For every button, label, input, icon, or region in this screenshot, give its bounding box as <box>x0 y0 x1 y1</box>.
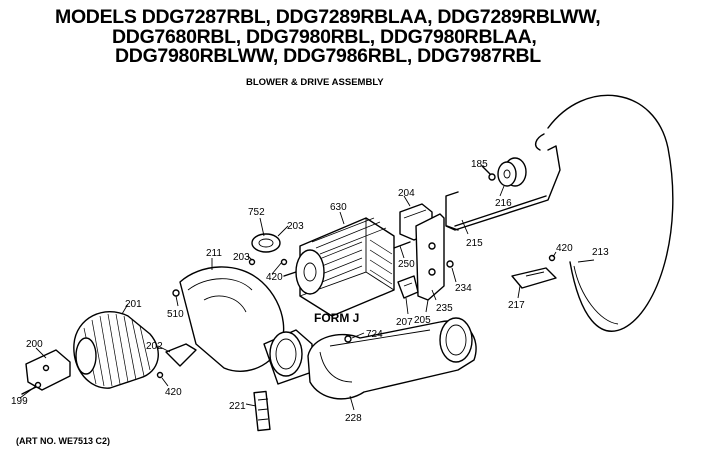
part-label-204: 204 <box>398 188 415 199</box>
part-label-205: 205 <box>414 315 431 326</box>
blower-housing <box>179 266 313 385</box>
blower-clamp <box>248 233 288 266</box>
part-label-420-c: 420 <box>556 243 573 254</box>
title-line-2: DDG7680RBL, DDG7980RBL, DDG7980RBLAA, <box>112 26 537 48</box>
part-label-202: 202 <box>146 341 163 352</box>
idler-arm <box>445 145 561 231</box>
blower-bracket <box>165 343 197 367</box>
form-j-label: FORM J <box>314 311 359 325</box>
exhaust-duct <box>307 317 477 400</box>
housing-screw-510 <box>172 289 180 297</box>
title-line-1: MODELS DDG7287RBL, DDG7289RBLAA, DDG7289… <box>55 6 601 28</box>
part-label-200: 200 <box>26 339 43 350</box>
duct-screw-724 <box>344 335 352 343</box>
motor-mount-plate <box>415 213 445 301</box>
title-line-3: DDG7980RBLWW, DDG7986RBL, DDG7987RBL <box>115 45 541 67</box>
part-label-213: 213 <box>592 247 609 258</box>
part-label-234: 234 <box>455 283 472 294</box>
drum-rear-panel <box>534 94 674 332</box>
foam-strip <box>253 390 271 432</box>
part-label-752: 752 <box>248 207 265 218</box>
part-label-215: 215 <box>466 238 483 249</box>
diagram-subtitle: BLOWER & DRIVE ASSEMBLY <box>246 77 384 88</box>
part-label-420-b: 420 <box>266 272 283 283</box>
part-label-724: 724 <box>366 329 383 340</box>
part-label-420-a: 420 <box>165 387 182 398</box>
part-label-211: 211 <box>206 248 222 259</box>
part-label-203-b: 203 <box>233 252 250 263</box>
drive-motor <box>283 217 411 317</box>
blower-wheel <box>73 311 159 389</box>
part-label-510: 510 <box>167 309 184 320</box>
idler-screw <box>481 165 496 181</box>
part-label-199: 199 <box>11 396 28 407</box>
part-label-201: 201 <box>125 299 142 310</box>
part-label-185: 185 <box>471 159 488 170</box>
part-label-203-a: 203 <box>287 221 304 232</box>
part-label-228: 228 <box>345 413 362 424</box>
part-label-235: 235 <box>436 303 453 314</box>
part-label-221: 221 <box>229 401 246 412</box>
art-number: (ART NO. WE7513 C2) <box>16 436 111 446</box>
leader-lines <box>19 185 595 411</box>
bracket-screw-420 <box>156 371 164 379</box>
part-label-217: 217 <box>508 300 525 311</box>
part-label-216: 216 <box>495 198 512 209</box>
motor-screw-234 <box>446 260 454 268</box>
idler-bracket <box>511 254 557 289</box>
motor-switch <box>397 275 419 299</box>
part-label-630: 630 <box>330 202 347 213</box>
part-label-207: 207 <box>396 317 413 328</box>
idler-pulley <box>497 157 527 187</box>
part-label-250: 250 <box>398 259 415 270</box>
blower-mount-plate <box>25 349 71 391</box>
